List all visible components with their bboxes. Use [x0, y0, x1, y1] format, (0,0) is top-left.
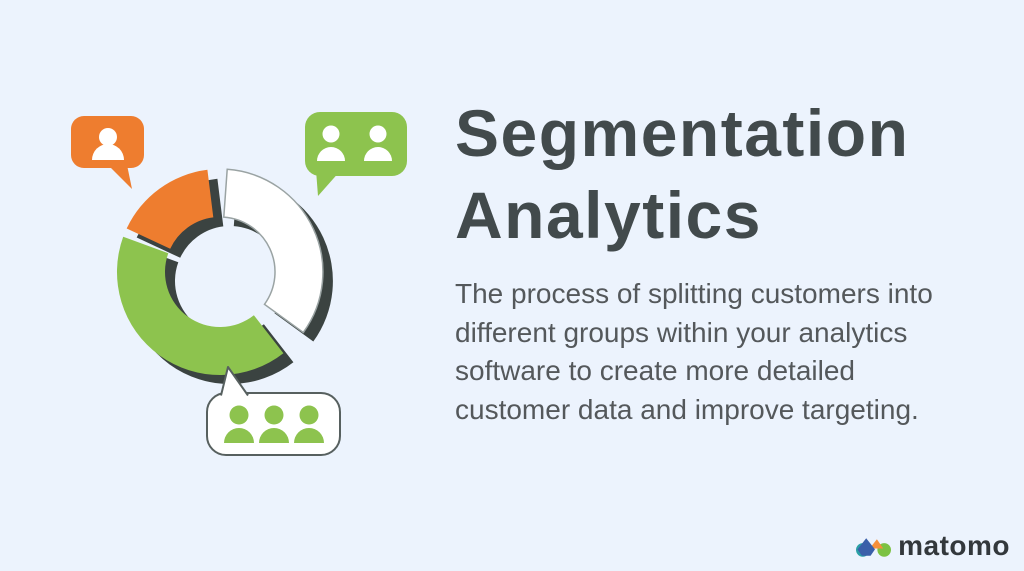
orange-speech-bubble: [71, 116, 144, 189]
donut-segment-white: [222, 168, 324, 334]
donut-segment-green: [116, 236, 284, 376]
matomo-logo-icon: [856, 537, 892, 557]
title-line-1: Segmentation: [455, 96, 910, 170]
speech-bubble-body: [305, 112, 407, 176]
person-icon: [92, 128, 124, 160]
text-content: Segmentation Analytics The process of sp…: [455, 92, 985, 429]
white-speech-bubble: [206, 366, 341, 456]
green-speech-bubble: [305, 112, 407, 196]
matomo-wordmark: matomo: [898, 530, 1010, 561]
title-line-2: Analytics: [455, 178, 762, 252]
group-icon: [224, 405, 324, 443]
people-icon: [317, 125, 392, 161]
page-title: Segmentation Analytics: [455, 92, 985, 256]
matomo-logo: matomo: [856, 530, 1010, 562]
description-line: software to create more detailed: [455, 355, 855, 387]
description-line: different groups within your analytics: [455, 316, 908, 348]
description-text: The process of splitting customers into …: [455, 275, 985, 429]
description-line: The process of splitting customers into: [455, 278, 933, 309]
speech-bubble-tail: [220, 366, 249, 397]
speech-bubble-tail: [316, 170, 341, 196]
donut-segment-orange: [126, 169, 214, 249]
description-line: customer data and improve targeting.: [455, 393, 919, 425]
